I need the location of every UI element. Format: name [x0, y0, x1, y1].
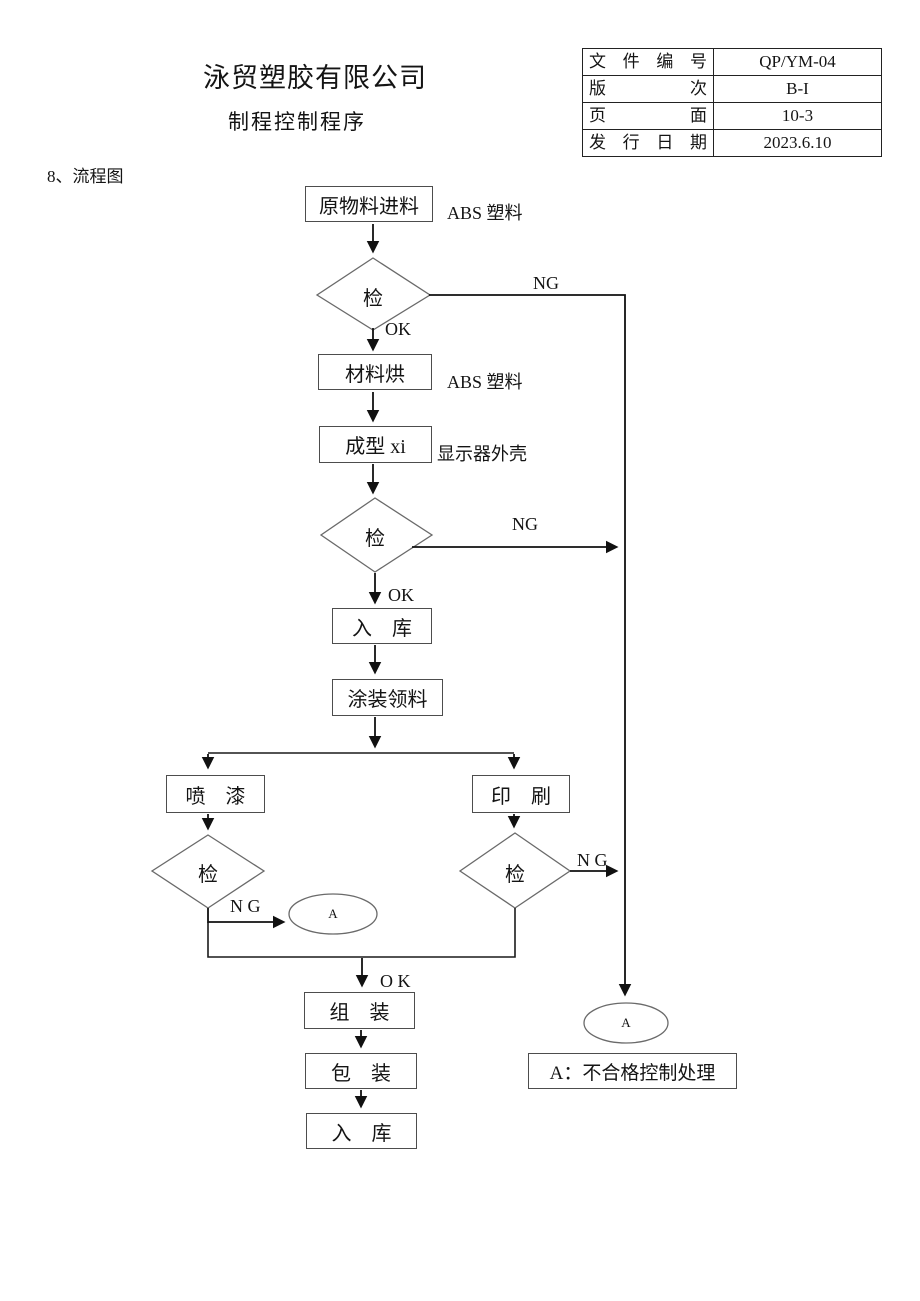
doc-number-label: 文件编号: [583, 49, 714, 75]
decision-inspect-1-label: 检: [363, 288, 383, 310]
annotation-ng-mid: NG: [512, 514, 538, 534]
join-line: [207, 908, 516, 958]
issue-date-label: 发行日期: [583, 130, 714, 156]
annotation-ok-top: OK: [385, 319, 411, 339]
node-raw-material-in: 原物料进料: [305, 186, 433, 222]
node-printing: 印 刷: [472, 775, 570, 813]
page-label: 页面: [583, 103, 714, 129]
company-title: 泳贸塑胶有限公司: [203, 63, 427, 93]
annotation-ng-top: NG: [533, 273, 559, 293]
ng-line-spray: [207, 908, 286, 929]
doc-number-value: QP/YM-04: [759, 52, 836, 71]
section-heading: 8、流程图: [47, 167, 124, 186]
version-label: 版次: [583, 76, 714, 102]
decision-inspect-2-label: 检: [365, 528, 385, 550]
decision-inspect-print-label: 检: [505, 864, 525, 886]
table-row: 发行日期 2023.6.10: [583, 129, 881, 156]
annotation-ng-print: N G: [577, 850, 608, 870]
node-material-drying: 材料烘: [318, 354, 432, 390]
node-painting-pickup: 涂装领料: [332, 679, 443, 716]
page-value: 10-3: [781, 106, 814, 125]
offpage-a-mid-label: A: [328, 906, 338, 921]
offpage-connector-right: [583, 1002, 669, 1044]
annotation-ok-mid: OK: [388, 585, 414, 605]
offpage-a-right-label: A: [621, 1015, 631, 1030]
ng-line-top: [429, 294, 632, 997]
offpage-connector-mid: [288, 893, 378, 935]
annotation-abs-plastic-top: ABS 塑料: [447, 203, 523, 223]
node-assembly: 组 装: [304, 992, 415, 1029]
table-row: 页面 10-3: [583, 102, 881, 129]
annotation-ok-bottom: O K: [380, 971, 411, 991]
node-molding: 成型 xi: [319, 426, 432, 463]
node-warehouse-in-1: 入 库: [332, 608, 432, 644]
annotation-ng-spray: N G: [230, 896, 261, 916]
node-spray-paint: 喷 漆: [166, 775, 265, 813]
node-warehouse-in-2: 入 库: [306, 1113, 417, 1149]
annotation-monitor-shell: 显示器外壳: [437, 444, 527, 464]
version-value: B-I: [786, 79, 809, 98]
document-title: 制程控制程序: [228, 110, 366, 134]
issue-date-value: 2023.6.10: [763, 133, 832, 152]
annotation-abs-plastic-drying: ABS 塑料: [447, 372, 523, 392]
table-row: 版次 B-I: [583, 75, 881, 102]
node-packaging: 包 装: [305, 1053, 417, 1089]
diamond-inspect-2: [319, 497, 434, 573]
table-row: 文件编号 QP/YM-04: [583, 49, 881, 75]
decision-inspect-spray-label: 检: [198, 864, 218, 886]
legend-box: A：不合格控制处理: [528, 1053, 737, 1089]
doc-info-table: 文件编号 QP/YM-04 版次 B-I 页面 10-3 发行日期 2023.6…: [582, 48, 882, 157]
